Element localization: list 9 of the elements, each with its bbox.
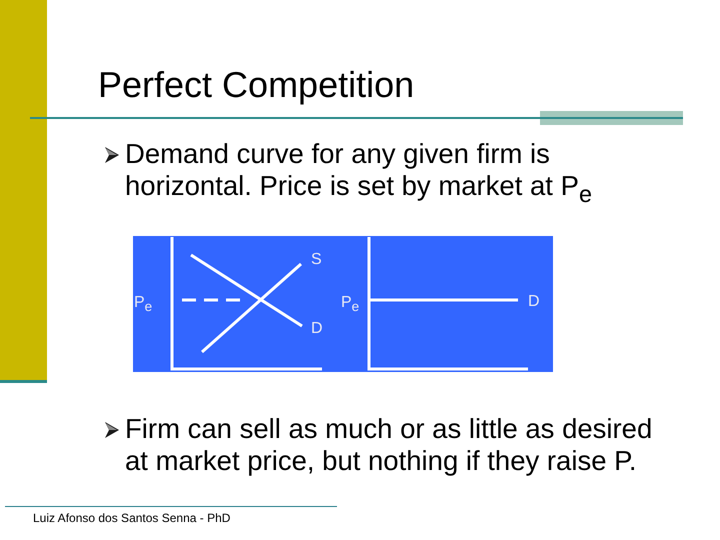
curve-label: D xyxy=(528,293,540,311)
price-label: P$_{e}$ xyxy=(341,294,360,312)
price-label: P$_{e}$ xyxy=(134,294,152,312)
bullet-text: Firm can sell as much or as little as desired at market price, but nothing if they raise P. xyxy=(125,413,654,477)
slide-title: Perfect Competition xyxy=(98,65,414,105)
curve-label: D xyxy=(311,320,323,338)
curve-label: S xyxy=(311,251,322,269)
bullet-text: Demand curve for any given firm is horizontal. Price is set by market at P$_{e}$ xyxy=(125,138,593,202)
author-credit: Luiz Afonso dos Santos Senna - PhD xyxy=(33,511,230,525)
